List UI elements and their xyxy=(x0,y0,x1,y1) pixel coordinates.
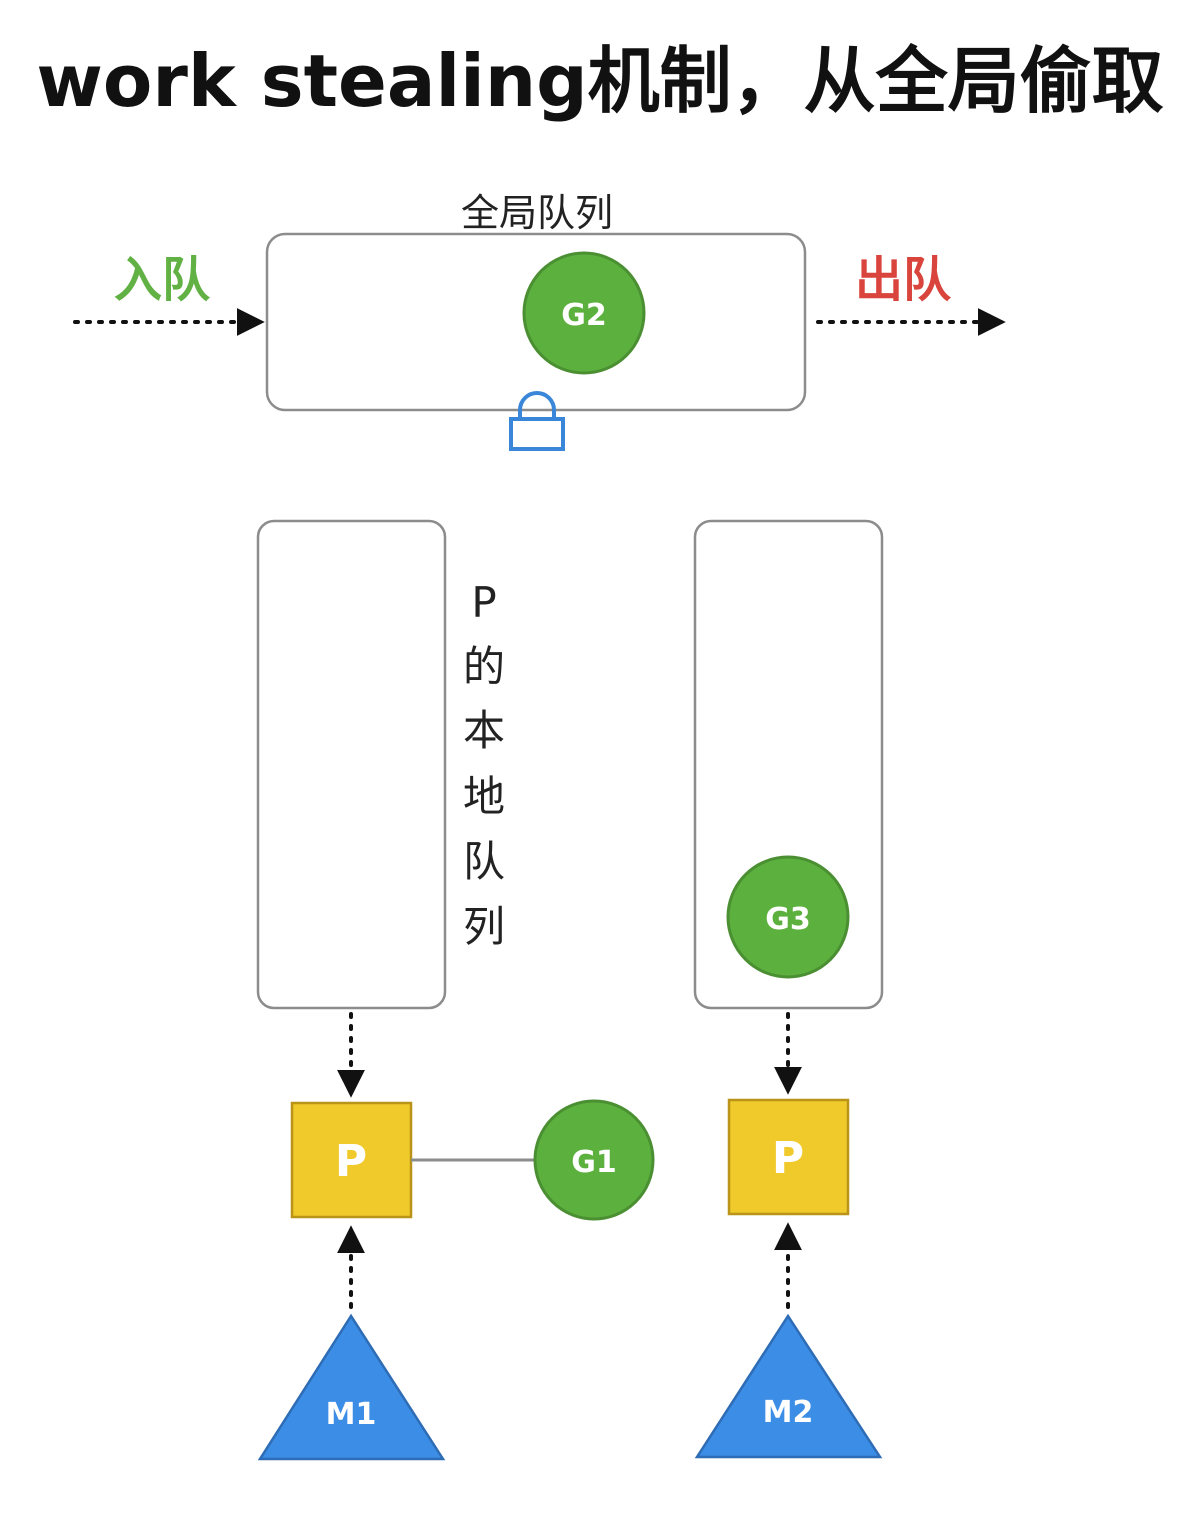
local-queue-label-char: 列 xyxy=(463,902,505,951)
local-queue-label-char: 队 xyxy=(463,837,505,886)
processor-right-label: P xyxy=(772,1133,804,1184)
local-queue-label-char: 地 xyxy=(463,772,505,821)
processor-left: P xyxy=(290,1101,413,1219)
processor-left-label: P xyxy=(335,1136,367,1187)
goroutine-g2-label: G2 xyxy=(561,298,607,333)
goroutine-g3-label: G3 xyxy=(765,902,811,937)
page-title: work stealing机制，从全局偷取 xyxy=(36,39,1164,123)
machine-m1: M1 xyxy=(257,1313,446,1461)
lock-icon xyxy=(509,391,565,451)
goroutine-g3: G3 xyxy=(726,855,850,979)
machine-m2-label: M2 xyxy=(763,1395,814,1430)
local-queue-label-char: 的 xyxy=(463,642,505,691)
machine-m2: M2 xyxy=(694,1313,883,1459)
goroutine-g2: G2 xyxy=(522,251,646,375)
enqueue-label: 入队 xyxy=(114,252,211,308)
local-queue-label: P 的 本 地 队 列 xyxy=(463,578,505,951)
processor-right: P xyxy=(727,1098,850,1216)
goroutine-g1: G1 xyxy=(533,1099,655,1221)
goroutine-g1-label: G1 xyxy=(571,1145,617,1180)
local-queue-box-left xyxy=(256,519,447,1010)
local-queue-label-char: P xyxy=(471,578,496,627)
global-queue-label: 全局队列 xyxy=(461,191,613,235)
machine-m1-label: M1 xyxy=(326,1397,377,1432)
local-queue-label-char: 本 xyxy=(463,706,505,755)
dequeue-label: 出队 xyxy=(855,252,952,308)
